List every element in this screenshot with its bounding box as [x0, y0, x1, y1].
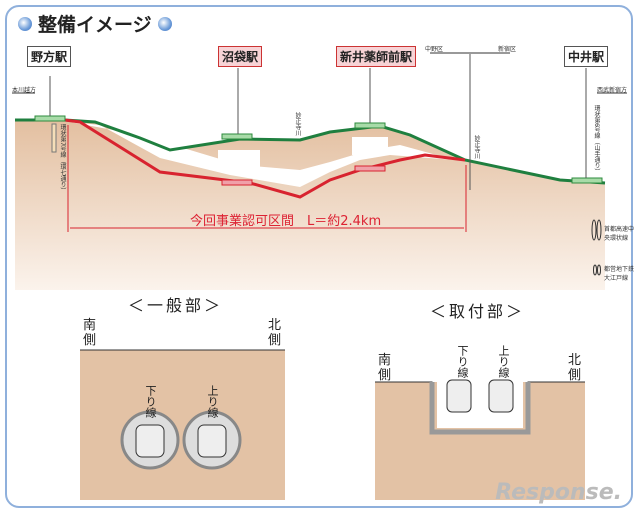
river-label: 妙正寺川: [294, 112, 301, 136]
up-line-label: 上り線: [497, 345, 510, 378]
station-label: 中井駅: [564, 46, 609, 67]
station-label: 新井薬師前駅: [336, 46, 417, 67]
down-line-label: 下り線: [456, 345, 469, 378]
legend-expressway: 首都高速中央環状線: [604, 226, 635, 242]
bullet-icon: [18, 16, 32, 31]
general-ground: [80, 350, 285, 500]
ground: [15, 120, 605, 290]
up-line-label: 上り線: [206, 385, 219, 418]
down-line-label: 下り線: [144, 385, 157, 418]
bullet-icon: [157, 16, 172, 31]
direction-west: 本川越方: [12, 87, 37, 94]
ward-right: 新宿区: [498, 46, 517, 53]
title-text: 整備イメージ: [38, 14, 152, 36]
station-label: 沼袋駅: [218, 46, 263, 67]
watermark: Response.: [495, 480, 622, 505]
underground-line: [64, 118, 466, 199]
frame: [5, 5, 633, 508]
ward-left: 中野区: [425, 46, 444, 53]
river-label: 妙正寺川: [473, 135, 480, 159]
title: 整備イメージ: [18, 10, 172, 37]
approach-title: ＜取付部＞: [430, 302, 526, 321]
station-label: 野方駅: [27, 46, 72, 67]
road-kan7: 環状第7号線（環七通り）: [59, 124, 66, 194]
tunnel-tubes: [120, 410, 242, 470]
direction-east: 西武新宿方: [597, 87, 628, 94]
south-label: 南側: [378, 353, 392, 383]
road-kan6: 環状第6号線（山手通り）: [593, 105, 600, 175]
north-label: 北側: [568, 353, 582, 383]
span-label: 今回事業認可区間 L＝約2.4km: [190, 214, 382, 229]
general-title: ＜一般部＞: [128, 296, 224, 315]
north-label: 北側: [268, 318, 282, 348]
south-label: 南側: [83, 318, 97, 348]
legend-subway: 都営地下鉄大江戸線: [604, 266, 635, 282]
